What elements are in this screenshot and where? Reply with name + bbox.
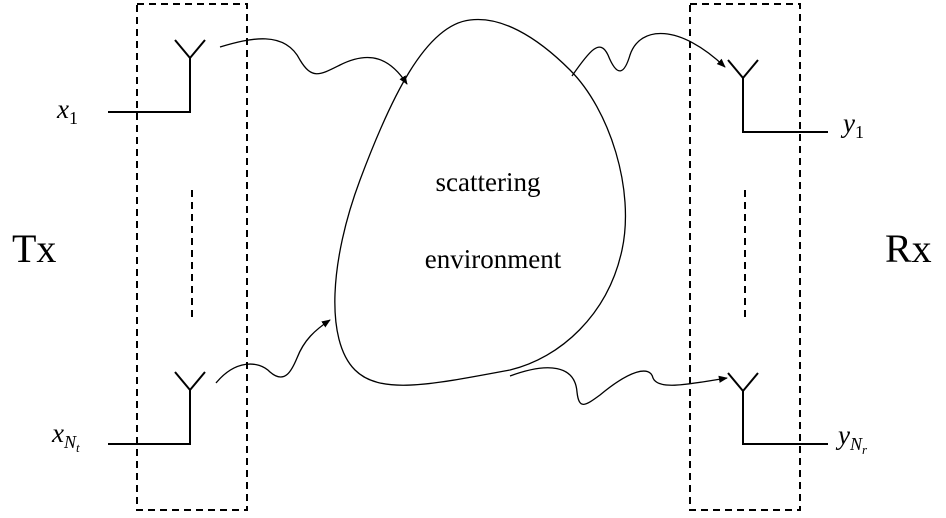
tx-box <box>136 3 248 511</box>
rx-antenna-nr <box>727 372 828 445</box>
rx-box <box>689 3 801 511</box>
propagation-arrow-tx1-in <box>219 38 408 85</box>
rx-antenna-1 <box>727 59 828 133</box>
tx-antenna-1 <box>108 39 206 113</box>
tx-antenna-nt <box>108 371 206 445</box>
environment-label: environment <box>425 244 562 274</box>
input-x1-label: x1 <box>56 94 78 128</box>
propagation-arrow-txnt-in <box>215 319 331 384</box>
input-xnt-label: xNt <box>51 418 80 455</box>
propagation-arrow-rxnr-out <box>509 367 728 406</box>
rx-label: Rx <box>885 226 932 271</box>
scattering-environment-blob <box>334 18 627 386</box>
output-ynr-label: yNr <box>835 420 868 457</box>
tx-label: Tx <box>12 226 56 271</box>
scattering-label: scattering <box>436 167 541 197</box>
output-y1-label: y1 <box>840 108 864 142</box>
propagation-arrow-rx1-out <box>571 32 726 77</box>
